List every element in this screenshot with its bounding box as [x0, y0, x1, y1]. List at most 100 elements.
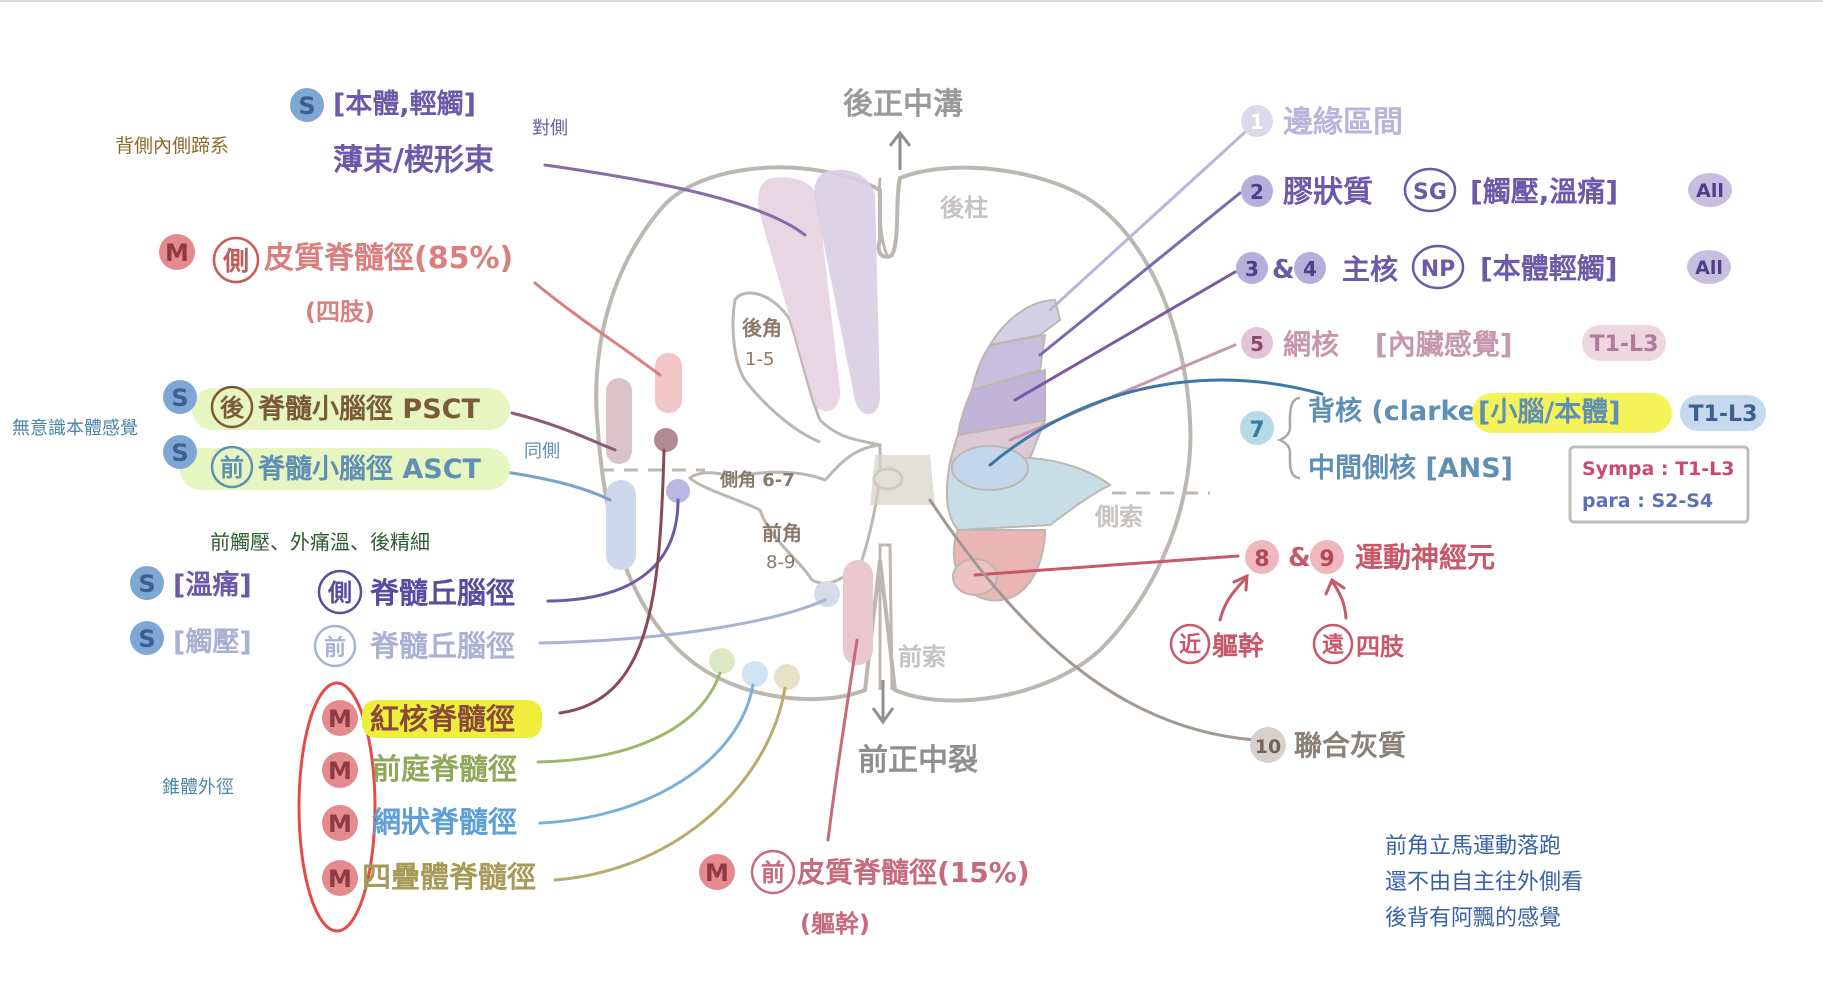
ast-modality: [觸壓]	[173, 627, 252, 658]
tectospinal-dot	[774, 664, 800, 690]
fasciculus-cuneatus-fill	[814, 169, 880, 415]
l89-badge-a	[1245, 540, 1279, 574]
l5-tag-bg	[1582, 325, 1666, 361]
vestibulospinal-dot	[709, 648, 735, 674]
anterior-horn-label: 前角	[762, 521, 802, 545]
lst-name: 脊髓丘腦徑	[369, 576, 515, 610]
fasciculus-gracilis-fill	[758, 177, 841, 412]
l89-number-a: 8	[1254, 547, 1269, 572]
ast-circle-text: 前	[324, 635, 346, 661]
l7-para: para : S2-S4	[1582, 490, 1713, 512]
l5-number: 5	[1250, 332, 1264, 356]
acst-name: 皮質脊髓徑(15%)	[797, 856, 1030, 889]
anterior-horn-laminae: 8-9	[766, 552, 795, 573]
l34-number-a: 3	[1245, 257, 1259, 281]
l2-tag: All	[1696, 180, 1724, 202]
lateral-horn-label: 側角 6-7	[719, 469, 795, 491]
pscst-circle-text: 後	[220, 394, 245, 422]
top-border-line	[0, 0, 1823, 2]
l89-badge-b	[1310, 540, 1344, 574]
ast-connector	[538, 598, 827, 645]
clarke-nucleus-region	[951, 445, 1029, 491]
grey-commissure	[870, 455, 935, 505]
pscst-connector	[510, 411, 617, 452]
tst-motor-badge	[322, 860, 358, 896]
acst-circle	[750, 849, 796, 895]
acst-motor-badge	[699, 854, 735, 890]
l7-number: 7	[1249, 418, 1264, 443]
l7-clarke-tag-bg	[1680, 395, 1766, 431]
l2-tag-bg	[1688, 173, 1732, 207]
ascst-circle	[210, 445, 254, 489]
l2-badge	[1241, 175, 1273, 207]
fg-name: 薄束/楔形束	[333, 143, 494, 178]
pscst-badge-letter: S	[171, 384, 188, 412]
ascst-highlight	[180, 448, 510, 490]
l2-circle	[1403, 167, 1457, 213]
lcst-motor-badge	[159, 234, 195, 270]
l7-clarke-highlight	[1472, 393, 1672, 433]
l89-amp: &	[1288, 543, 1311, 573]
posterior-median-sulcus-label: 後正中溝	[843, 87, 963, 122]
pscst-name: 脊髓小腦徑 PSCT	[257, 394, 480, 425]
l7-sympa: Sympa : T1-L3	[1582, 458, 1735, 480]
lcst-circle-text: 側	[222, 247, 249, 277]
l7-connector	[988, 378, 1324, 467]
mnemonic-line-2: 還不由自主往外側看	[1385, 870, 1583, 895]
l5-name: 網核	[1283, 328, 1339, 361]
rtst-connector	[538, 683, 755, 825]
lcst-sub: (四肢)	[305, 298, 375, 326]
pscst-fill	[606, 378, 632, 464]
mnemonic-line-1: 前角立馬運動落跑	[1385, 834, 1561, 859]
tst-connector	[553, 686, 787, 882]
l34-name: 主核	[1342, 253, 1398, 286]
proximal-circle	[1169, 623, 1211, 665]
l2-connector	[1038, 191, 1242, 357]
fg-badge-letter: S	[298, 92, 315, 120]
lateral-funiculus-label: 側索	[1094, 503, 1143, 531]
fg-sensory-badge	[290, 88, 324, 122]
rtst-name: 網狀脊髓徑	[372, 805, 517, 839]
anterior-median-fissure-label: 前正中裂	[858, 743, 978, 778]
ast-sensory-badge	[130, 621, 164, 655]
white-matter-outline	[594, 165, 1193, 703]
proximal-label: 軀幹	[1211, 631, 1265, 662]
l7-clarke-function: [小腦/本體]	[1478, 397, 1621, 428]
l89-connector	[973, 554, 1240, 577]
l34-tag: All	[1695, 257, 1723, 279]
distal-circle-text: 遠	[1322, 632, 1344, 658]
l34-amp: &	[1272, 255, 1295, 285]
anterior-funiculus-label: 前索	[898, 643, 946, 671]
lcst-badge-letter: M	[165, 239, 189, 267]
rst-badge-letter: M	[328, 705, 352, 733]
ans-box	[1568, 445, 1750, 524]
left-labels: 背側內側蹄系 對側 同側 無意識本體感覺 前觸壓、外痛溫、後精細 錐體外徑 S …	[12, 88, 1030, 938]
l2-name: 膠狀質	[1283, 175, 1373, 210]
l34-number-b: 4	[1303, 257, 1317, 281]
ascst-connector	[503, 470, 612, 502]
ast-name: 脊髓丘腦徑	[369, 629, 515, 663]
vst-name: 前庭脊髓徑	[372, 752, 517, 786]
l34-tag-bg	[1687, 250, 1731, 284]
posterior-median-sulcus-line	[877, 177, 889, 256]
fg-modality: [本體,輕觸]	[333, 89, 476, 120]
pscst-circle	[210, 385, 254, 429]
ascst-circle-text: 前	[220, 454, 244, 482]
extrapyramidal-red-oval	[297, 681, 377, 933]
rst-highlight	[362, 700, 542, 738]
ascst-name: 脊髓小腦徑 ASCT	[257, 454, 482, 485]
lamina-2-region	[970, 333, 1047, 392]
l10-number: 10	[1255, 736, 1281, 758]
acst-circle-text: 前	[761, 859, 785, 887]
l2-circle-text: SG	[1413, 180, 1447, 205]
vst-badge-letter: M	[328, 757, 352, 785]
extrapyramidal-note: 錐體外徑	[162, 777, 234, 798]
l5-badge	[1241, 327, 1273, 359]
l34-circle-text: NP	[1421, 257, 1456, 282]
tst-name: 四疊體脊髓徑	[362, 860, 536, 894]
proximal-circle-text: 近	[1179, 632, 1201, 658]
anterior-fissure-arrow	[871, 680, 895, 725]
acst-sub: (軀幹)	[800, 910, 870, 938]
lcst-name: 皮質脊髓徑(85%)	[264, 241, 513, 276]
spinal-cord-cross-section	[594, 130, 1210, 725]
